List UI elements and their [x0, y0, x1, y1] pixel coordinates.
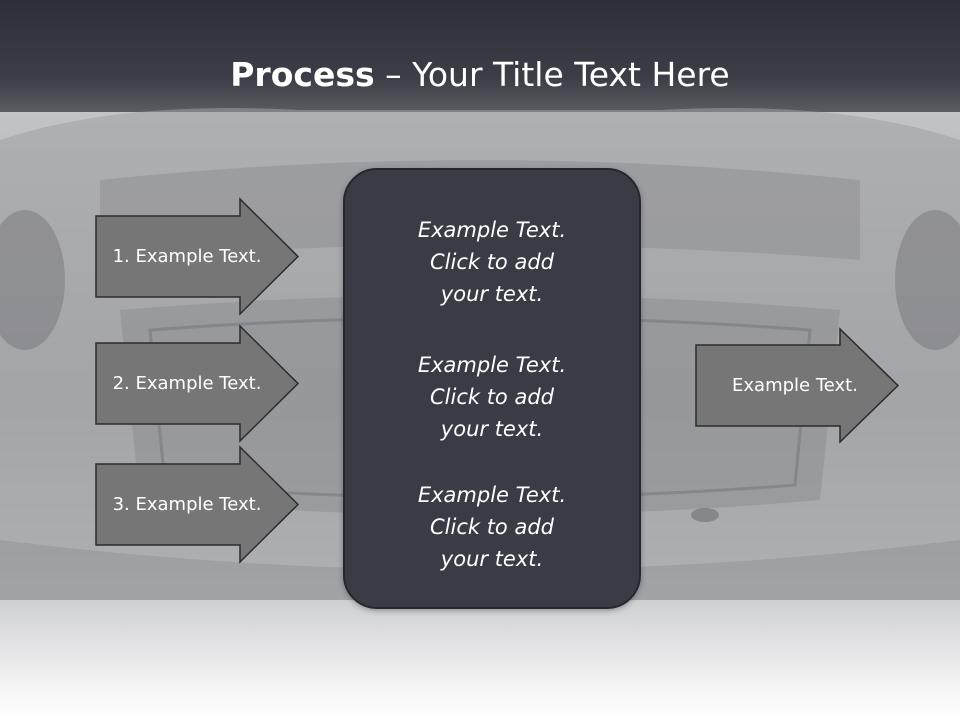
step-arrow-2-label: 2. Example Text. — [112, 373, 262, 394]
center-block-1-line-3: your text. — [440, 282, 544, 306]
step-arrow-3-label: 3. Example Text. — [112, 494, 262, 515]
center-text-box: Example Text. Click to add your text. Ex… — [343, 168, 641, 609]
title-rest: Your Title Text Here — [412, 55, 730, 94]
step-arrow-2-shape — [95, 324, 300, 443]
step-arrow-1-shape — [95, 197, 300, 316]
step-arrow-1: 1. Example Text. — [95, 197, 300, 316]
center-text-block-3: Example Text. Click to add your text. — [345, 479, 639, 575]
center-block-2-line-2: Click to add — [429, 385, 554, 409]
step-arrow-1-label: 1. Example Text. — [112, 246, 262, 267]
center-block-1-line-1: Example Text. — [417, 218, 567, 242]
output-arrow: Example Text. — [695, 327, 900, 444]
center-text-block-2: Example Text. Click to add your text. — [345, 349, 639, 445]
step-arrow-3: 3. Example Text. — [95, 445, 300, 564]
output-arrow-shape — [695, 327, 900, 444]
center-block-3-line-1: Example Text. — [417, 483, 567, 507]
center-block-1-line-2: Click to add — [429, 250, 554, 274]
step-arrow-3-shape — [95, 445, 300, 564]
center-text-block-1: Example Text. Click to add your text. — [345, 214, 639, 310]
title-bold: Process — [230, 55, 375, 94]
output-arrow-label: Example Text. — [732, 375, 858, 396]
center-block-2-line-1: Example Text. — [417, 353, 567, 377]
header-band — [0, 0, 960, 112]
slide-title: Process – Your Title Text Here — [0, 50, 960, 100]
center-block-3-line-2: Click to add — [429, 515, 554, 539]
center-block-2-line-3: your text. — [440, 417, 544, 441]
title-separator: – — [374, 55, 413, 94]
step-arrow-2: 2. Example Text. — [95, 324, 300, 443]
center-block-3-line-3: your text. — [440, 547, 544, 571]
